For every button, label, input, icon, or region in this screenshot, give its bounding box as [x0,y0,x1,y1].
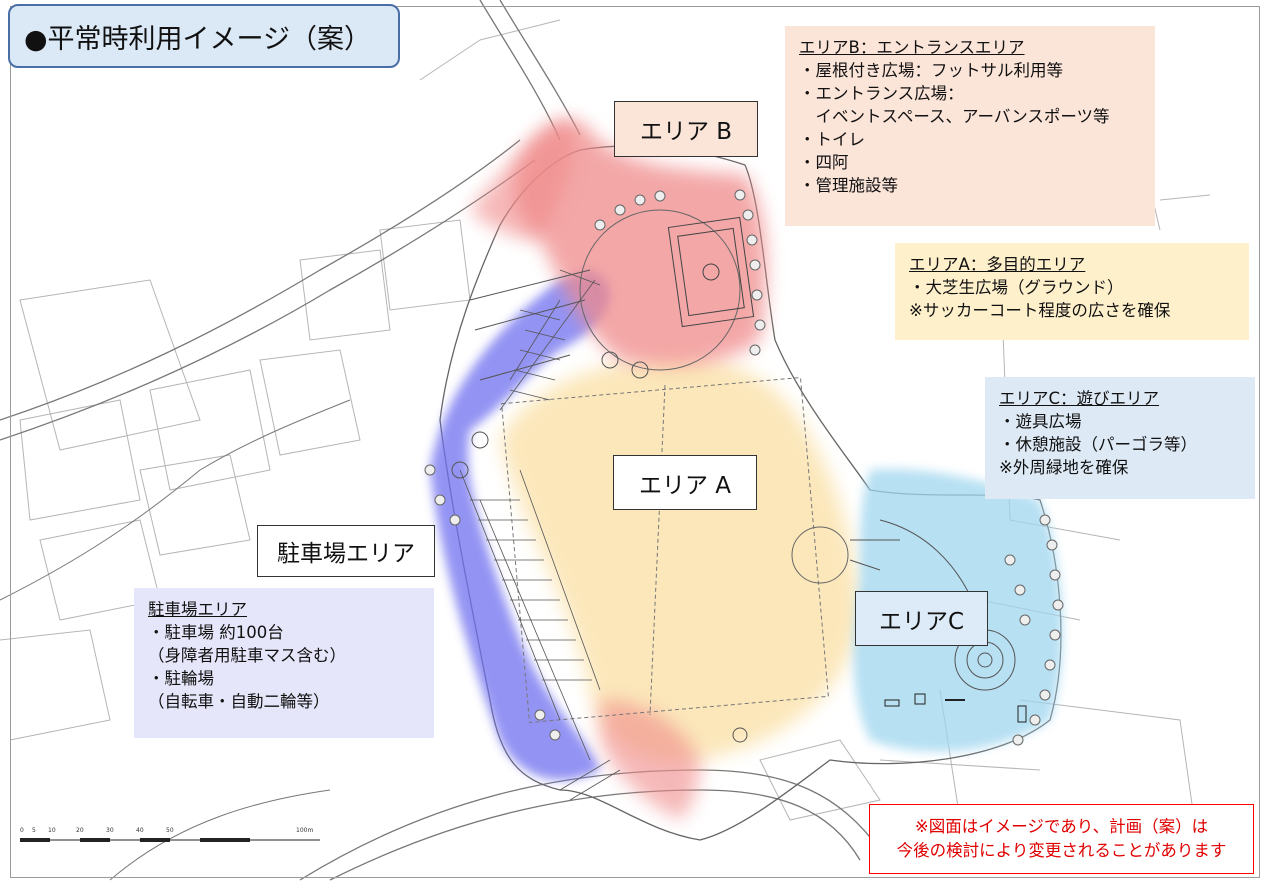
parking-info-box: 駐車場エリア ・駐車場 約100台 （身障者用駐車マス含む） ・駐輪場 （自転車… [134,588,434,738]
area-b-info-heading: エリアB：エントランスエリア [799,38,1025,57]
area-b-info-line: ・トイレ [799,130,865,149]
area-b-overlay-south [600,700,700,820]
parking-info-line: ・駐車場 約100台 [148,623,284,642]
scale-bar: 0 5 10 20 30 40 50 100m [20,827,320,842]
scale-tick-label: 5 [32,827,36,834]
area-c-info-line: ※外周緑地を確保 [999,458,1129,477]
area-b-overlay-road [470,120,573,240]
tree-markers [424,189,1064,746]
page-title-text: ●平常時利用イメージ（案） [24,23,372,55]
area-c-info-line: ・遊具広場 [999,412,1082,431]
scale-tick-label: 100m [296,827,313,834]
scale-tick-label: 40 [136,827,144,834]
page-title: ●平常時利用イメージ（案） [8,4,400,68]
disclaimer-line: ※図面はイメージであり、計画（案）は [914,817,1209,836]
parking-info-line: （身障者用駐車マス含む） [148,646,346,665]
area-a-overlay [500,356,860,762]
parking-info-heading: 駐車場エリア [148,600,247,619]
area-a-info-heading: エリアA：多目的エリア [909,255,1086,274]
area-c-label-text: エリアC [878,608,965,635]
area-b-info-box: エリアB：エントランスエリア ・屋根付き広場：フットサル利用等 ・エントランス広… [785,26,1155,226]
area-b-info-line: ・屋根付き広場：フットサル利用等 [799,61,1063,80]
parking-info-line: （自転車・自動二輪等） [148,692,330,711]
plan-details [451,209,1027,743]
area-c-info-heading: エリアC：遊びエリア [999,389,1160,408]
disclaimer-notice: ※図面はイメージであり、計画（案）は 今後の検討により変更されることがあります [869,804,1254,874]
area-a-info-box: エリアA：多目的エリア ・大芝生広場（グラウンド） ※サッカーコート程度の広さを… [895,243,1249,340]
parking-stalls [459,269,621,801]
area-c-info-box: エリアC：遊びエリア ・遊具広場 ・休憩施設（パーゴラ等） ※外周緑地を確保 [985,377,1255,499]
area-a-info-line: ※サッカーコート程度の広さを確保 [909,301,1171,320]
area-b-info-line: ・エントランス広場： [799,84,964,103]
area-c-info-line: ・休憩施設（パーゴラ等） [999,435,1197,454]
scale-tick-label: 20 [76,827,84,834]
parking-info-line: ・駐輪場 [148,669,214,688]
area-a-label-text: エリア A [638,472,732,499]
area-a-label: エリア A [613,455,757,510]
area-a-info-line: ・大芝生広場（グラウンド） [909,278,1124,297]
area-b-label-text: エリア B [639,119,733,145]
scale-tick-label: 10 [48,827,56,834]
area-b-info-line: イベントスペース、アーバンスポーツ等 [799,107,1110,126]
scale-tick-label: 50 [166,827,174,834]
scale-tick-label: 30 [106,827,114,834]
parking-area-label: 駐車場エリア [257,525,435,577]
disclaimer-line: 今後の検討により変更されることがあります [896,841,1227,860]
parking-overlay [430,270,610,780]
scale-tick-label: 0 [20,827,24,834]
area-b-info-line: ・四阿 [799,153,849,172]
area-c-label: エリアC [855,591,988,646]
parking-area-label-text: 駐車場エリア [277,541,415,567]
area-b-info-line: ・管理施設等 [799,176,898,195]
area-b-label: エリア B [614,101,758,157]
